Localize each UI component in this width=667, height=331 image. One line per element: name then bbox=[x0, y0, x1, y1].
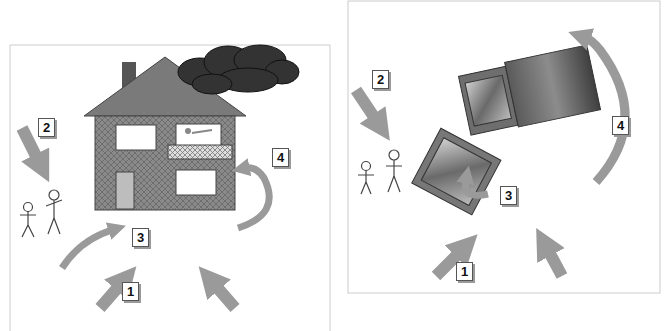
callout-number: 4 bbox=[272, 148, 289, 167]
callout-number: 3 bbox=[132, 228, 149, 247]
callout-number: 1 bbox=[122, 282, 139, 301]
callout-number: 3 bbox=[500, 186, 517, 205]
callout-number: 2 bbox=[372, 70, 389, 89]
callout-number: 1 bbox=[456, 262, 473, 281]
callout-number: 2 bbox=[38, 118, 55, 137]
callout-number: 4 bbox=[612, 116, 629, 135]
